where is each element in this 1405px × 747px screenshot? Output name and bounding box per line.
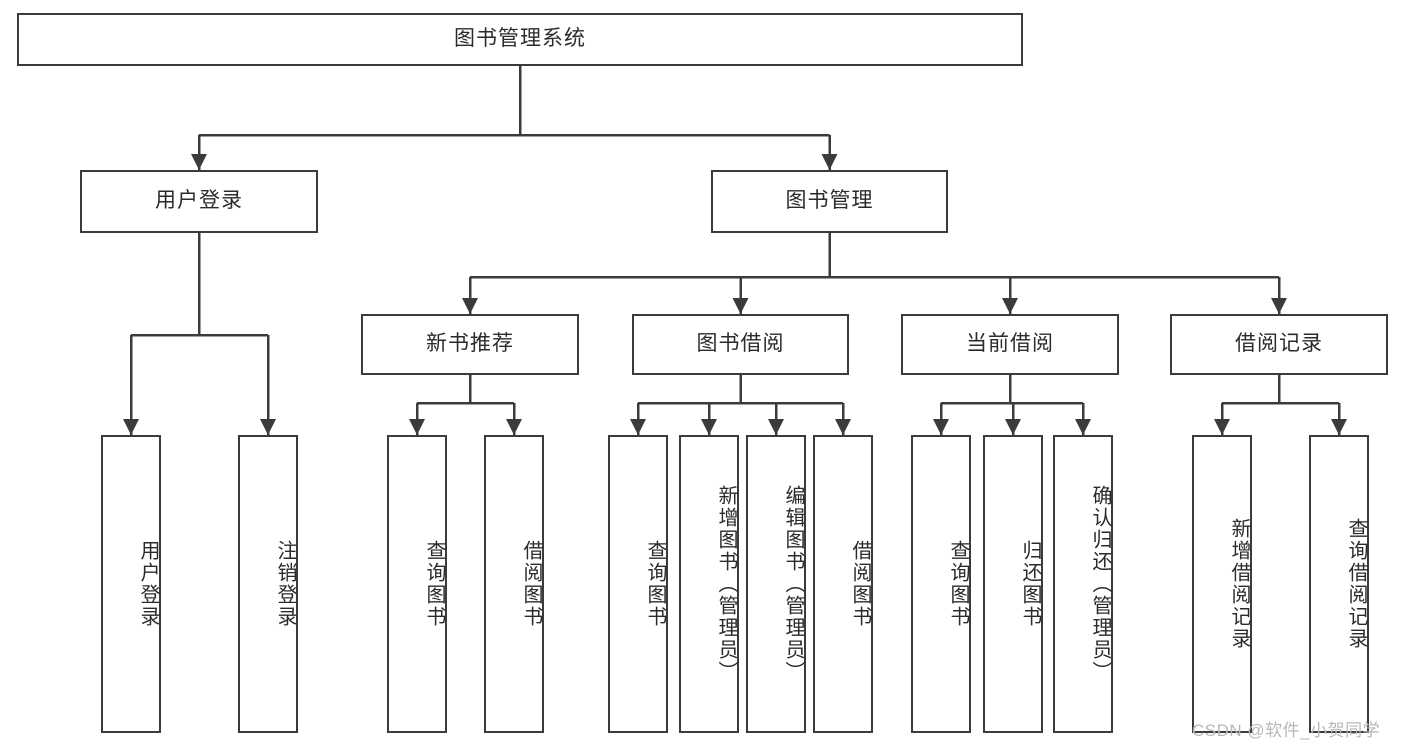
node-borrow[interactable]: 图书借阅	[632, 314, 849, 375]
arrowhead-icon	[462, 298, 478, 314]
node-leaf-borrow-book-1[interactable]: 借阅图书	[484, 435, 544, 733]
arrowhead-icon	[260, 419, 276, 435]
node-records[interactable]: 借阅记录	[1170, 314, 1388, 375]
node-leaf-borrow-book-2[interactable]: 借阅图书	[813, 435, 873, 733]
arrowhead-icon	[1331, 419, 1347, 435]
node-leaf-user-login[interactable]: 用户登录	[101, 435, 161, 733]
node-leaf-query-book-2[interactable]: 查询图书	[608, 435, 668, 733]
arrowhead-icon	[835, 419, 851, 435]
node-bookmgmt[interactable]: 图书管理	[711, 170, 948, 233]
node-root[interactable]: 图书管理系统	[17, 13, 1023, 66]
node-newbook[interactable]: 新书推荐	[361, 314, 579, 375]
arrowhead-icon	[701, 419, 717, 435]
arrowhead-icon	[1075, 419, 1091, 435]
arrowhead-icon	[1005, 419, 1021, 435]
node-leaf-add-record[interactable]: 新增借阅记录	[1192, 435, 1252, 733]
node-leaf-confirm-return[interactable]: 确认归还（管理员）	[1053, 435, 1113, 733]
node-leaf-user-logout[interactable]: 注销登录	[238, 435, 298, 733]
arrowhead-icon	[630, 419, 646, 435]
arrowhead-icon	[506, 419, 522, 435]
node-current[interactable]: 当前借阅	[901, 314, 1119, 375]
arrowhead-icon	[821, 154, 838, 170]
node-leaf-query-book-1[interactable]: 查询图书	[387, 435, 447, 733]
arrowhead-icon	[191, 154, 207, 170]
arrowhead-icon	[123, 419, 139, 435]
arrowhead-icon	[409, 419, 425, 435]
node-leaf-edit-book[interactable]: 编辑图书（管理员）	[746, 435, 806, 733]
node-leaf-return-book[interactable]: 归还图书	[983, 435, 1043, 733]
node-leaf-query-book-3[interactable]: 查询图书	[911, 435, 971, 733]
watermark: CSDN @软件_小贺同学	[1192, 721, 1381, 740]
node-login[interactable]: 用户登录	[80, 170, 318, 233]
arrowhead-icon	[1214, 419, 1230, 435]
node-leaf-query-record[interactable]: 查询借阅记录	[1309, 435, 1369, 733]
arrowhead-icon	[1002, 298, 1018, 314]
arrowhead-icon	[933, 419, 949, 435]
arrowhead-icon	[732, 298, 749, 314]
arrowhead-icon	[1271, 298, 1287, 314]
arrowhead-icon	[768, 419, 784, 435]
node-leaf-add-book[interactable]: 新增图书（管理员）	[679, 435, 739, 733]
